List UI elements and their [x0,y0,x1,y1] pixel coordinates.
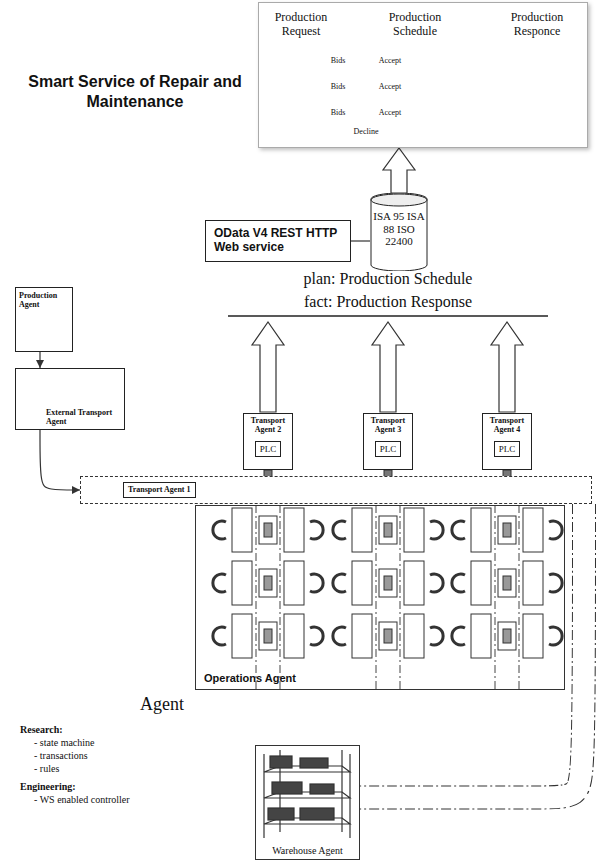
web-service-box: OData V4 REST HTTP Web service [205,220,351,262]
plc-box: PLC [494,441,520,457]
label: Bids [330,82,347,91]
plc-box: PLC [375,441,401,457]
node-text: Transport Agent 1 [123,482,196,497]
node-text: Production Responce [499,11,575,39]
label: Research: [20,724,63,735]
label: - rules [34,763,59,774]
node-text: PLC [377,444,399,454]
title: Smart Service of Repair and Maintenance [15,72,255,112]
node-text: Production Schedule [377,11,453,39]
label: Agent [140,694,184,715]
node-text: Transport Agent 2 [246,416,290,434]
plc-box: PLC [255,441,281,457]
conveyor-band: Transport Agent 1 [80,476,592,504]
connector [383,148,415,193]
node-text: PLC [496,444,518,454]
hollow-arrows [252,322,523,412]
transport-agent-box: Transport Agent 3 PLC [363,413,413,470]
label: Accept [378,108,403,117]
label: Engineering: [20,781,76,792]
label: Accept [378,56,403,65]
operations-region: Operations Agent [195,505,565,690]
node-text: Transport Agent 4 [485,416,529,434]
label: - transactions [34,750,88,761]
connector [360,504,584,798]
external-transport-box: External Transport Agent [15,368,125,430]
label: Bids [330,108,347,117]
node-text: Warehouse Agent [259,845,356,857]
production-agent-box: Production Agent [15,287,73,352]
node-text: Operations Agent [204,672,556,685]
label: Accept [378,82,403,91]
machine-cells [213,508,562,658]
node-text: ISA 95 ISA 88 ISO 22400 [373,210,425,248]
conveyor-lanes [256,505,519,690]
connector [40,352,41,368]
label: - state machine [34,737,95,748]
transport-agent-box: Transport Agent 2 PLC [243,413,293,470]
connector [40,430,80,490]
node-text: Transport Agent 3 [366,416,410,434]
production-panel: Production Request Production Schedule Pro… [258,2,588,148]
node-text: OData V4 REST HTTP Web service [214,227,342,255]
transport-agent-box: Transport Agent 4 PLC [482,413,532,470]
node-text: PLC [257,444,279,454]
plan-underline [228,315,548,317]
warehouse-box: Warehouse Agent [255,745,360,860]
label: fact: Production Response [304,293,472,311]
label: Bids [330,56,347,65]
node-text: Production Request [263,11,339,39]
warehouse-rack [264,750,350,838]
node-text: External Transport Agent [46,408,120,426]
label: - WS enabled controller [34,794,130,805]
label: plan: Production Schedule [304,270,473,288]
connector [351,241,370,242]
node-text: Production Agent [19,291,69,309]
database-cylinder: ISA 95 ISA 88 ISO 22400 [370,193,428,271]
label: Decline [353,127,380,136]
